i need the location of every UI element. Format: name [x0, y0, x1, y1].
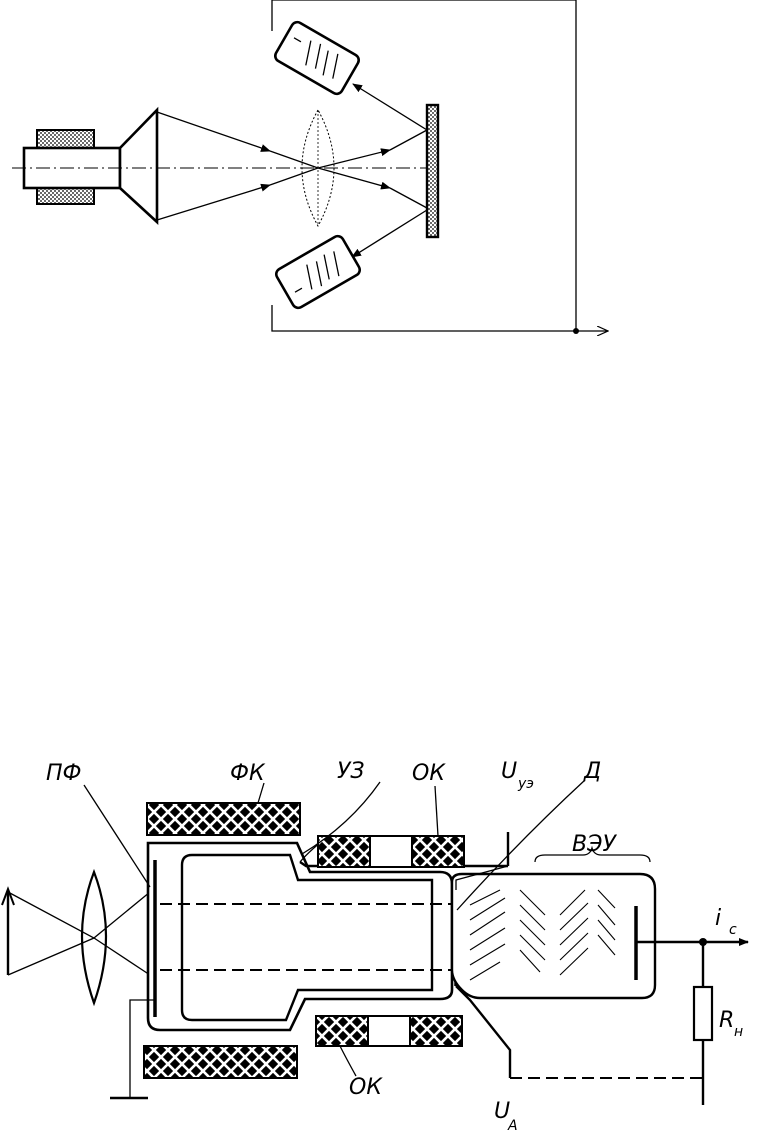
- electron-multiplier: [452, 848, 655, 998]
- light-rays: [157, 112, 427, 220]
- label-i-sub: c: [729, 922, 737, 938]
- label-u-uz-sub: уэ: [517, 776, 534, 792]
- screen-plate: [427, 105, 438, 237]
- label-fk: ФК: [230, 761, 266, 786]
- deflection-coil-top: [318, 836, 464, 867]
- label-ok-top: ОК: [412, 761, 446, 786]
- deflection-coil-bottom: [316, 1016, 462, 1046]
- projector-tube: [24, 110, 157, 222]
- label-pf: ПФ: [46, 761, 81, 786]
- label-ok-bottom: ОК: [349, 1075, 383, 1100]
- object-arrow-icon: [2, 889, 150, 975]
- label-u-uz: U: [501, 759, 517, 784]
- label-r: R: [719, 1008, 734, 1033]
- photomultiplier-upper: [273, 20, 361, 96]
- label-r-sub: н: [734, 1024, 743, 1040]
- top-diagram: [12, 0, 608, 334]
- label-i: i: [715, 906, 721, 931]
- photomultiplier-lower: [274, 234, 362, 310]
- bottom-diagram: ПФ ФК УЗ ОК U уэ Д ВЭУ i c R н ОК U А: [2, 759, 748, 1134]
- focus-coil-bottom: [144, 1046, 297, 1078]
- label-uz: УЗ: [337, 759, 365, 784]
- label-veu: ВЭУ: [572, 832, 617, 857]
- load-resistor: [694, 987, 712, 1040]
- focus-coil-top: [147, 803, 300, 835]
- label-d: Д: [583, 759, 601, 784]
- label-u-a-sub: А: [507, 1118, 518, 1134]
